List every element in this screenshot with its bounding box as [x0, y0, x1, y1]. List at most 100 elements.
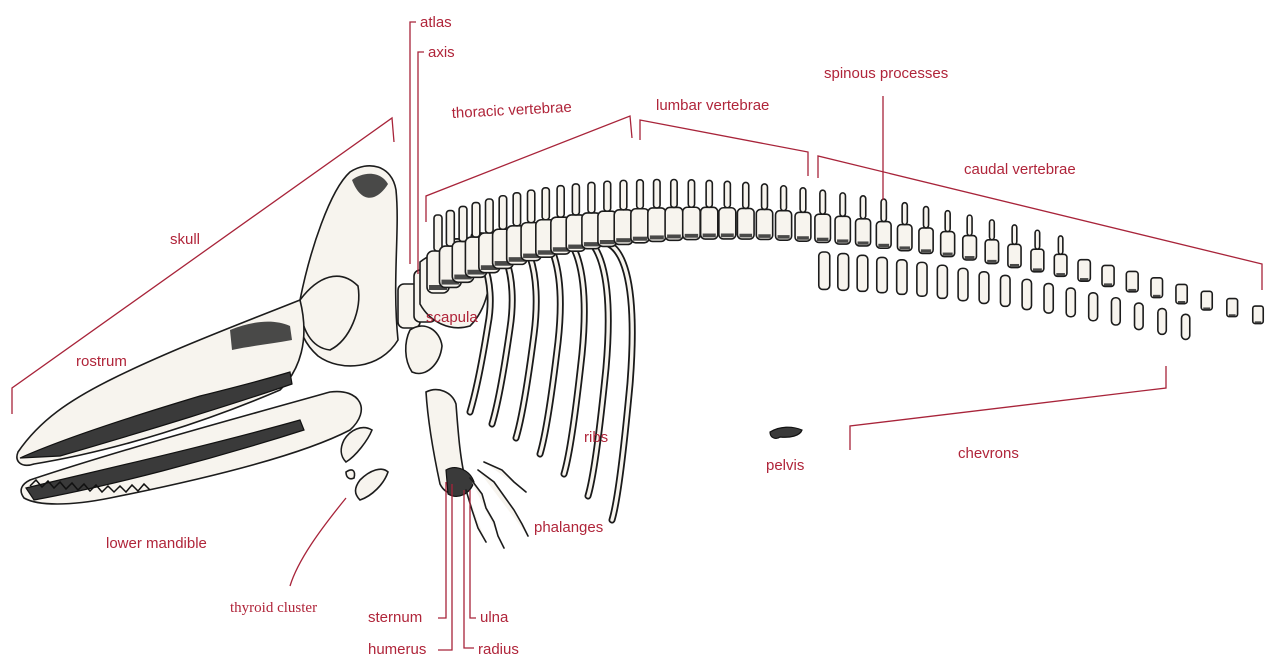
label-axis: axis	[428, 44, 455, 61]
spinous-process	[486, 199, 494, 233]
chevron	[838, 254, 849, 291]
spinous-process	[989, 220, 994, 240]
vertebra-shading	[987, 260, 996, 263]
label-thoracic-vertebrae: thoracic vertebrae	[451, 99, 572, 122]
spinous-process	[860, 196, 865, 219]
vertebra-shading	[1153, 295, 1161, 297]
vertebra-shading	[1056, 273, 1065, 276]
chevron	[1022, 279, 1031, 309]
chevron	[958, 268, 968, 300]
vertebra-shading	[858, 241, 869, 244]
chevron	[1111, 298, 1120, 325]
vertebra-shading	[1229, 314, 1236, 316]
spinous-process	[902, 203, 907, 225]
label-sternum: sternum	[368, 609, 422, 626]
label-caudal-vertebrae: caudal vertebrae	[964, 161, 1076, 178]
spinous-process	[446, 211, 454, 246]
spinous-process	[800, 188, 806, 212]
vertebra-shading	[1203, 307, 1210, 309]
spinous-process	[557, 186, 564, 217]
vertebra	[1126, 271, 1138, 291]
spinous-process	[820, 190, 826, 214]
label-skull: skull	[170, 231, 200, 248]
vertebra-shading	[817, 238, 829, 241]
label-chevrons: chevrons	[958, 445, 1019, 462]
vertebra	[1227, 299, 1238, 317]
label-pelvis: pelvis	[766, 457, 804, 474]
chevron	[979, 272, 989, 304]
spinous-process	[762, 184, 768, 209]
vertebra-shading	[837, 239, 848, 242]
spinous-process	[513, 193, 520, 226]
vertebra-shading	[685, 234, 698, 238]
spinous-process	[1035, 230, 1040, 249]
spinous-process	[620, 180, 627, 209]
vertebra-shading	[943, 253, 953, 256]
chevron	[917, 262, 927, 296]
vertebra-shading	[1033, 268, 1042, 271]
vertebra-shading	[616, 238, 631, 242]
thyroid-cluster-bones	[341, 428, 388, 500]
label-ribs: ribs	[584, 429, 608, 446]
spinous-process	[472, 203, 480, 237]
label-phalanges: phalanges	[534, 519, 603, 536]
vertebra-shading	[1178, 301, 1185, 303]
spinous-process	[706, 180, 712, 207]
vertebra-shading	[650, 235, 664, 239]
spinous-process	[654, 179, 660, 207]
spinous-process	[743, 182, 749, 208]
spinous-process	[604, 181, 611, 211]
vertebra-shading	[584, 242, 599, 246]
spinous-process	[459, 206, 467, 241]
vertebra-shading	[633, 237, 647, 241]
spinous-process	[923, 207, 928, 228]
vertebra-shading	[778, 235, 790, 239]
label-radius: radius	[478, 641, 519, 658]
label-humerus: humerus	[368, 641, 426, 658]
label-thyroid-cluster: thyroid cluster	[230, 600, 317, 616]
leader-lines	[12, 22, 1262, 650]
vertebra-shading	[921, 249, 931, 252]
spinous-process	[588, 182, 595, 212]
vertebra	[1201, 291, 1212, 310]
chevron	[877, 257, 887, 292]
vertebra	[1176, 284, 1187, 303]
label-rostrum: rostrum	[76, 353, 127, 370]
vertebra-shading	[878, 244, 889, 247]
vertebra	[1102, 265, 1114, 286]
chevron	[819, 252, 830, 289]
vertebra-shading	[568, 245, 583, 249]
vertebra-shading	[739, 234, 752, 238]
vertebra-shading	[600, 240, 615, 244]
pelvis-bone	[770, 427, 802, 438]
chevrons-drawing	[819, 252, 1190, 339]
label-ulna: ulna	[480, 609, 509, 626]
chevron	[857, 255, 868, 291]
label-spinous-processes: spinous processes	[824, 65, 948, 82]
vertebra-shading	[667, 234, 681, 238]
spinous-process	[1058, 236, 1062, 254]
vertebra-shading	[1080, 278, 1088, 281]
chevron	[1066, 288, 1075, 317]
spinous-process	[499, 196, 506, 229]
vertebra-shading	[703, 234, 716, 238]
phalanges-bones	[466, 462, 528, 548]
rib	[546, 231, 584, 474]
vertebra-shading	[797, 236, 809, 239]
vertebra-shading	[758, 234, 770, 238]
vertebra-shading	[1010, 264, 1019, 267]
spinous-process	[967, 215, 972, 235]
vertebra	[1078, 260, 1090, 282]
vertebral-column	[427, 179, 1263, 323]
chevron	[1089, 293, 1098, 321]
label-atlas: atlas	[420, 14, 452, 31]
vertebra-shading	[721, 233, 734, 237]
spinous-process	[572, 184, 579, 215]
spinous-process	[840, 193, 845, 216]
vertebra-shading	[965, 256, 975, 259]
chevron	[937, 265, 947, 298]
spinous-process	[724, 181, 730, 207]
spinous-process	[881, 199, 886, 221]
vertebra-shading	[1104, 283, 1112, 286]
